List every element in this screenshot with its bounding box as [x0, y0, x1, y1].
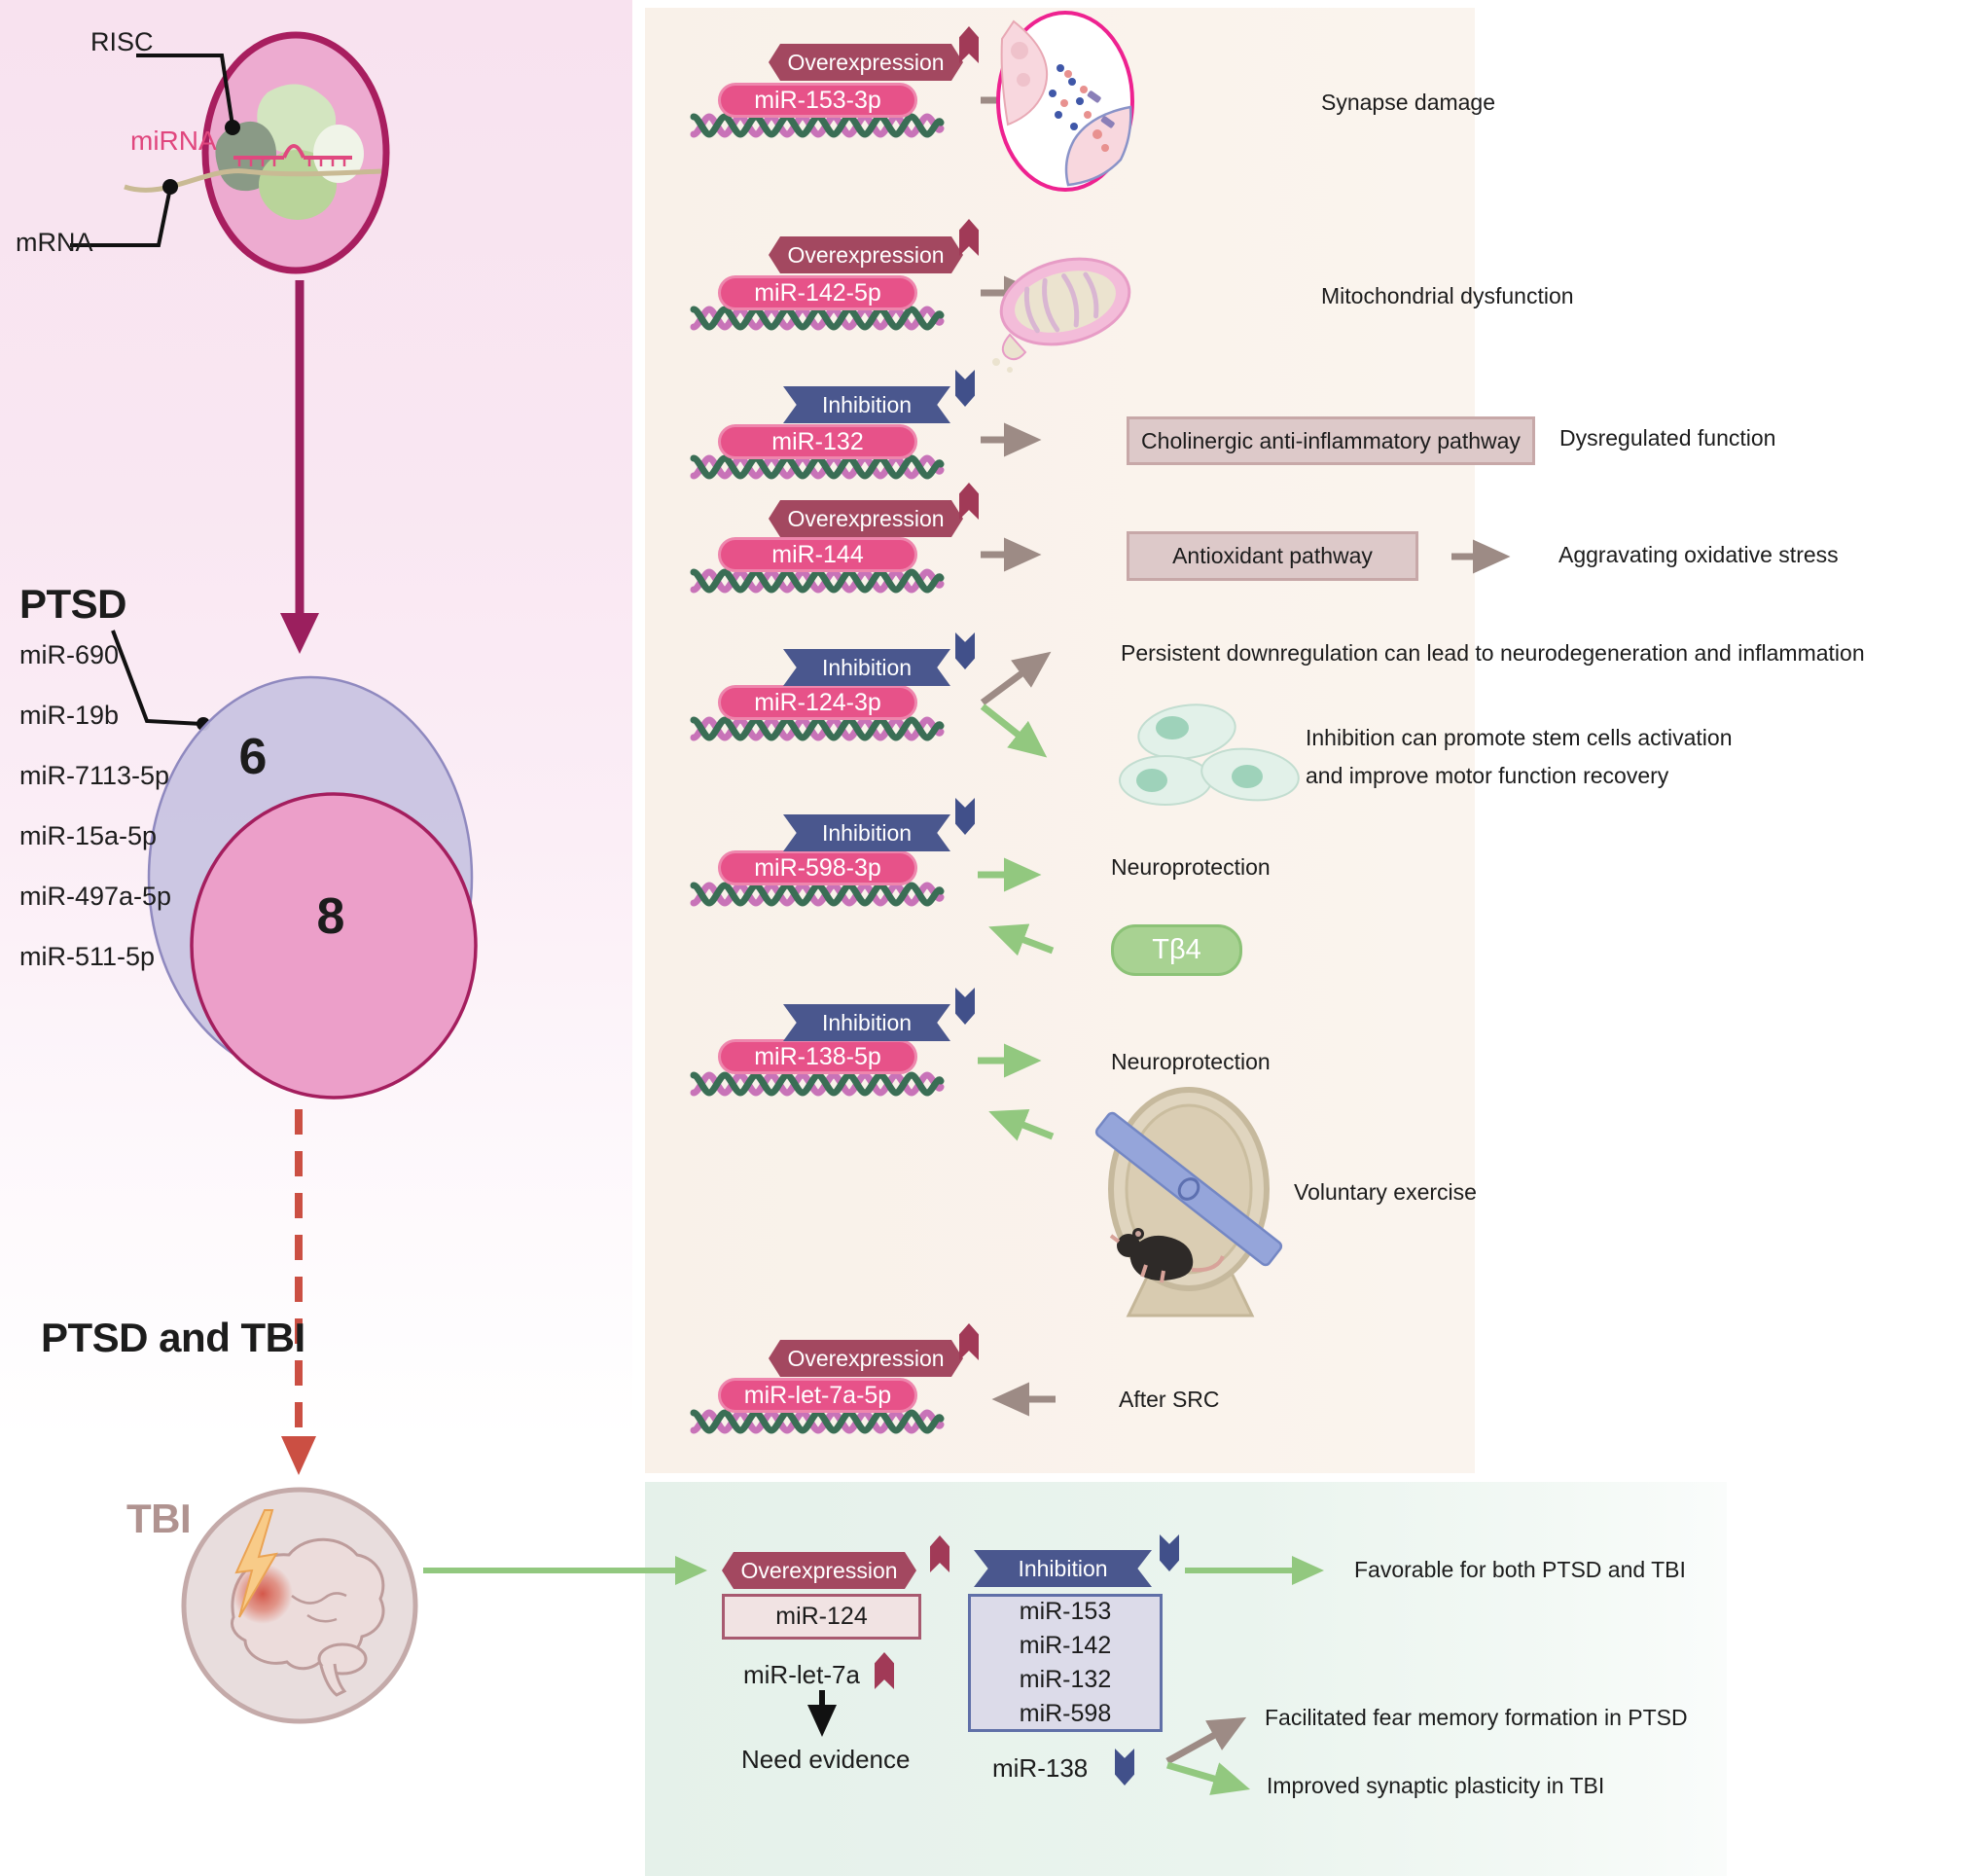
overexpression-banner: Overexpression: [769, 500, 963, 537]
up-arrow-icon: [875, 1652, 894, 1689]
venn-count-ptsd: 6: [238, 729, 268, 785]
mirna-pill: miR-144: [718, 537, 917, 572]
mouse-icon: [1109, 1228, 1225, 1283]
synapse-illustration: [996, 11, 1134, 192]
dashed-red-arrow: [281, 1109, 316, 1475]
outcome-label: Dysregulated function: [1559, 425, 1776, 451]
injury-spot-icon: [233, 1564, 293, 1624]
down-arrow-icon: [955, 632, 975, 669]
list-item: miR-132: [1019, 1666, 1112, 1693]
risc-label: RISC: [90, 27, 154, 56]
outcome-label: Persistent downregulation can lead to ne…: [1121, 640, 1865, 666]
list-item: miR-15a-5p: [19, 821, 158, 850]
list-item: miR-690: [19, 640, 120, 669]
mirna-pill: miR-153-3p: [718, 83, 917, 118]
mirna-pill: miR-let-7a-5p: [718, 1378, 917, 1413]
list-item: miR-153: [1019, 1598, 1112, 1625]
outcome-label: Mitochondrial dysfunction: [1321, 283, 1574, 308]
list-item: miR-19b: [19, 701, 120, 730]
mrna-strand-icon: [124, 168, 382, 193]
ptsd-mirna-list: miR-690 miR-19b miR-7113-5p miR-15a-5p m…: [19, 625, 171, 987]
row-dna-helices: [694, 117, 941, 1430]
list-item: miR-142: [1019, 1632, 1112, 1659]
up-arrow-icon: [959, 1323, 979, 1360]
outcome-label: After SRC: [1119, 1387, 1220, 1412]
mrna-callout-dot: [162, 179, 178, 195]
venn-count-shared: 8: [316, 888, 345, 945]
inhibition-banner: Inhibition: [783, 649, 950, 686]
down-arrow-icon: [955, 798, 975, 835]
overexpression-banner: Overexpression: [722, 1552, 916, 1589]
down-arrow-icon: [955, 370, 975, 407]
down-arrow-icon: [1160, 1534, 1179, 1571]
tb4-pill: Tβ4: [1111, 924, 1242, 976]
venn-diagram: [147, 675, 478, 1100]
outcome-label: Synapse damage: [1321, 90, 1496, 115]
pathway-box: Cholinergic anti-inflammatory pathway: [1127, 416, 1535, 465]
running-wheel-illustration: [1094, 1087, 1283, 1317]
let7a-label: miR-let-7a: [743, 1660, 860, 1689]
up-arrow-icon: [959, 219, 979, 256]
mitochondria-illustration: [992, 257, 1131, 373]
mirna-label: miRNA: [130, 126, 217, 156]
mirna-pill: miR-132: [718, 424, 917, 459]
need-evidence-label: Need evidence: [741, 1745, 911, 1774]
outcome-label: Neuroprotection: [1111, 1049, 1271, 1074]
inhibition-banner: Inhibition: [783, 386, 950, 423]
list-item: miR-511-5p: [19, 942, 156, 971]
mrna-label: mRNA: [16, 228, 93, 257]
up-arrow-icon: [959, 26, 979, 63]
mirna-strand-icon: [233, 144, 352, 166]
inhibition-banner: Inhibition: [783, 814, 950, 851]
down-arrow-icon: [955, 988, 975, 1025]
fear-memory-label: Facilitated fear memory formation in PTS…: [1265, 1705, 1688, 1730]
inhibited-mirna-list: miR-153 miR-142 miR-132 miR-598: [968, 1594, 1163, 1732]
mirna-pill: miR-598-3p: [718, 850, 917, 885]
tbi-brain-illustration: [181, 1487, 418, 1724]
inhibition-banner: Inhibition: [783, 1004, 950, 1041]
overexpression-banner: Overexpression: [769, 1340, 963, 1377]
overexpression-banner: Overexpression: [769, 236, 963, 273]
tbi-label: TBI: [126, 1496, 192, 1541]
outcome-label: Aggravating oxidative stress: [1558, 542, 1839, 567]
list-item: miR-7113-5p: [19, 761, 170, 790]
list-item: miR-497a-5p: [19, 882, 172, 911]
pathway-box: Antioxidant pathway: [1127, 531, 1418, 581]
up-arrow-icon: [930, 1535, 949, 1572]
main-down-arrow: [280, 280, 319, 654]
list-item: miR-598: [1019, 1700, 1112, 1727]
ptsd-tbi-heading: PTSD and TBI: [41, 1315, 305, 1360]
summary-panel-background: [645, 1482, 1727, 1876]
mirna-pill: miR-124-3p: [718, 685, 917, 720]
outcome-label: Inhibition can promote stem cells activa…: [1306, 725, 1733, 750]
synaptic-plasticity-label: Improved synaptic plasticity in TBI: [1267, 1773, 1605, 1798]
callout-lines: [70, 54, 234, 726]
favorable-label: Favorable for both PTSD and TBI: [1354, 1557, 1686, 1582]
overexpression-banner: Overexpression: [769, 44, 963, 81]
risc-callout-dot: [225, 120, 240, 135]
mir138-label: miR-138: [992, 1753, 1089, 1783]
outcome-label: and improve motor function recovery: [1306, 763, 1669, 788]
stem-cells-illustration: [1119, 704, 1300, 806]
down-arrow-icon: [1115, 1749, 1134, 1786]
inhibition-banner: Inhibition: [974, 1550, 1152, 1587]
up-arrow-icon: [959, 483, 979, 520]
risc-complex-illustration: [124, 31, 390, 274]
mirna-pill: miR-142-5p: [718, 275, 917, 310]
summary-arrows: [807, 1556, 1324, 1795]
outcome-label: Neuroprotection: [1111, 854, 1271, 880]
mir124-box: miR-124: [722, 1594, 921, 1640]
mirna-pill: miR-138-5p: [718, 1039, 917, 1074]
ptsd-heading: PTSD: [19, 581, 127, 627]
modulator-label: Voluntary exercise: [1294, 1179, 1477, 1205]
lightning-icon: [234, 1509, 278, 1618]
